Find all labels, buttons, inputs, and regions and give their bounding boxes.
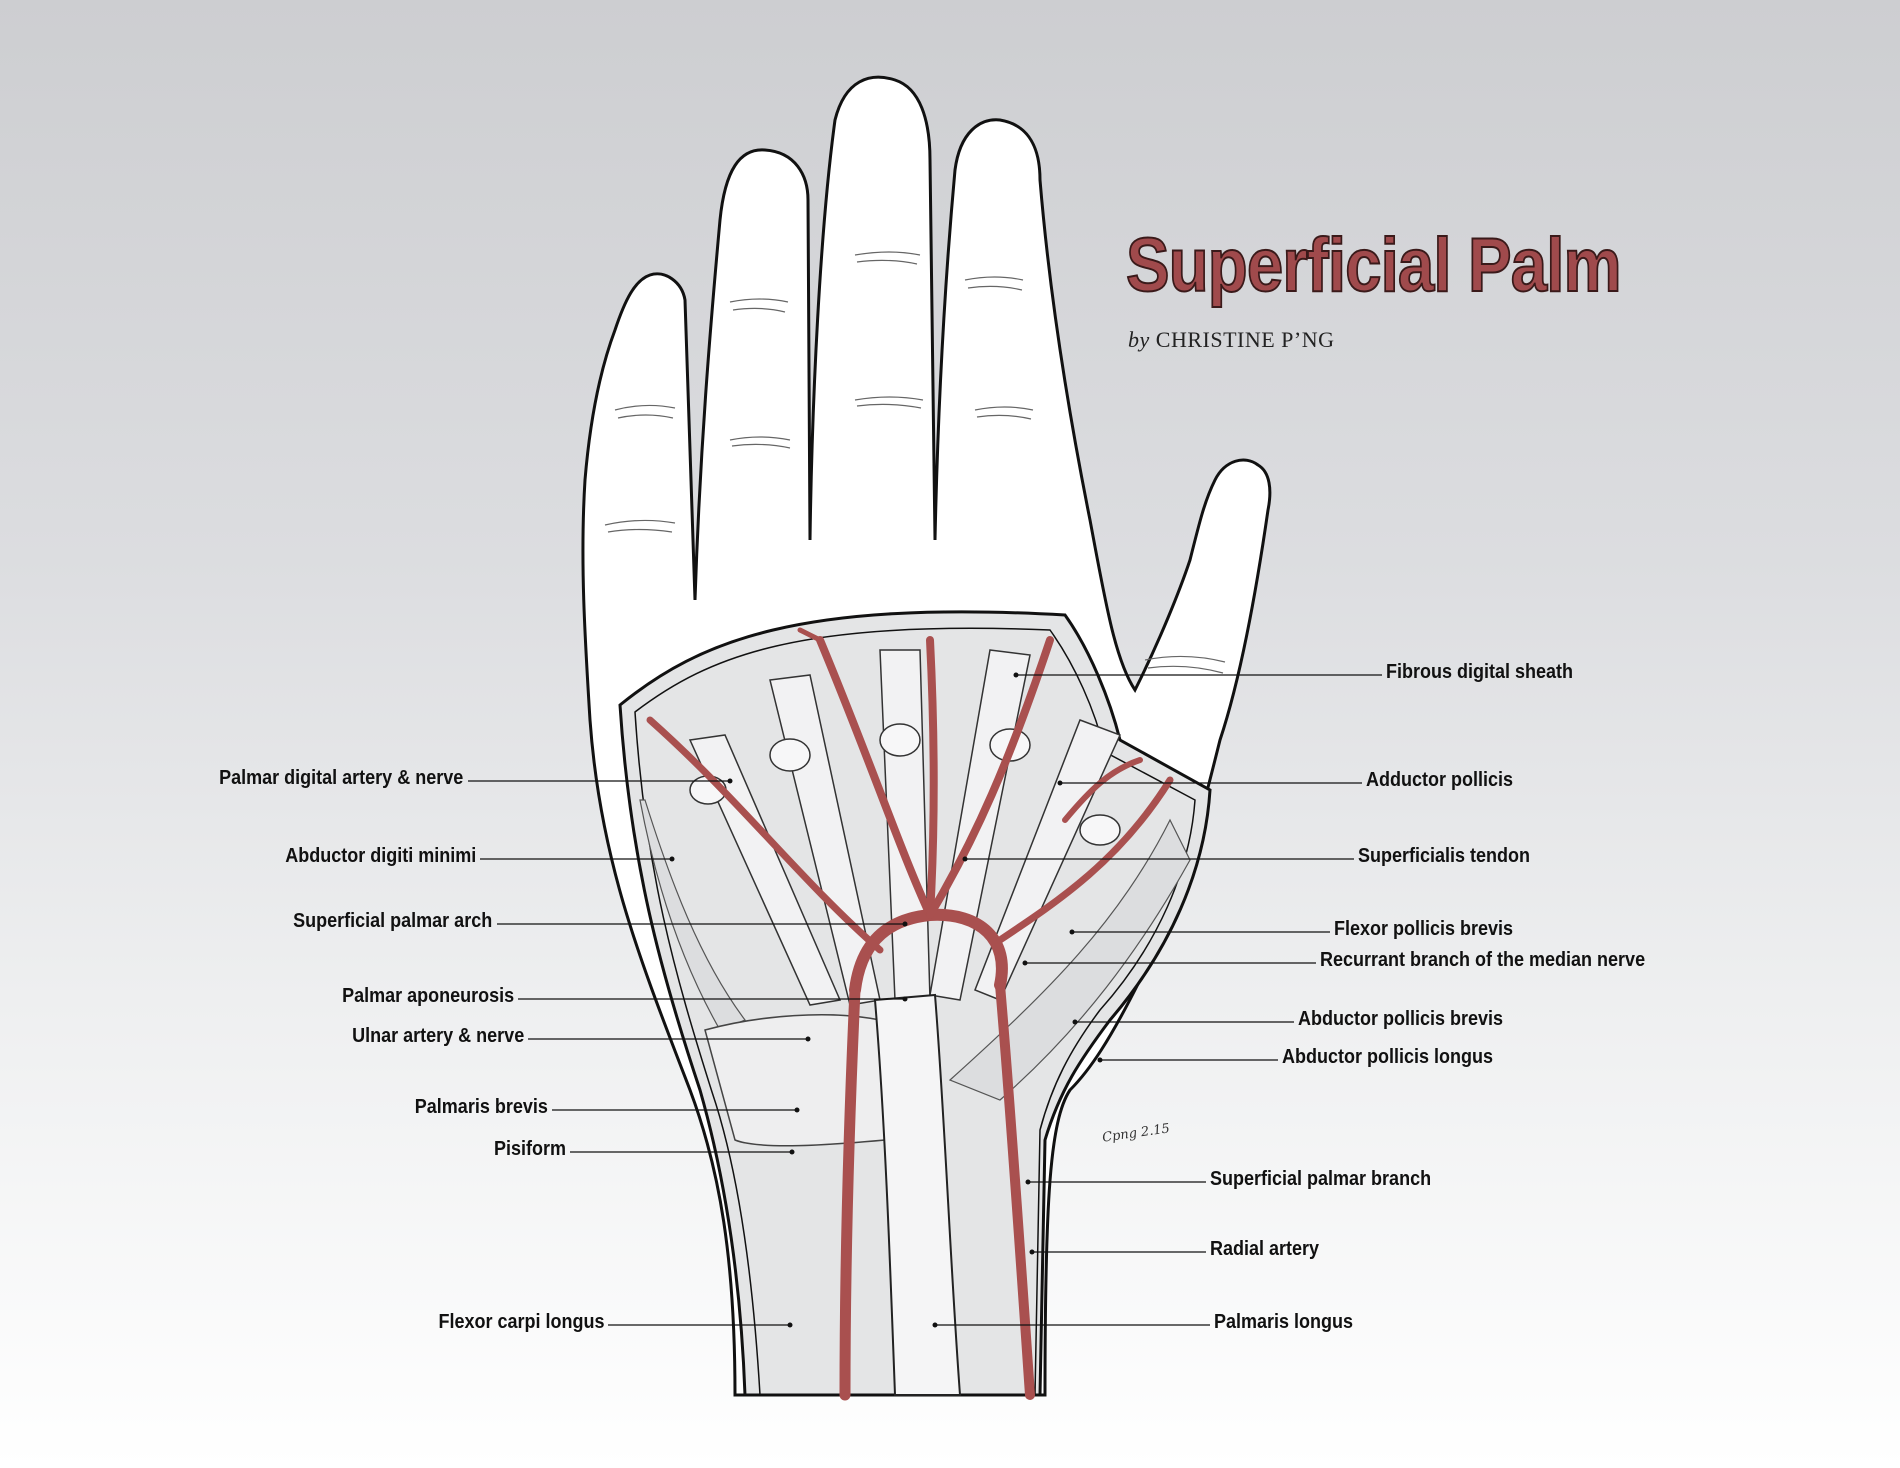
leader-ulnar-artery-nerve-dot (805, 1036, 811, 1042)
label-palmaris-longus: Palmaris longus (1214, 1311, 1354, 1333)
arteries (646, 627, 1174, 1401)
leader-palmaris-brevis-dot (794, 1107, 800, 1113)
label-flexor-pollicis-brevis: Flexor pollicis brevis (1334, 918, 1514, 940)
byline-by: by (1128, 327, 1150, 352)
label-superficialis-tendon: Superficialis tendon (1358, 845, 1531, 867)
label-palmaris-brevis: Palmaris brevis (414, 1096, 548, 1118)
label-abductor-digiti-minimi: Abductor digiti minimi (285, 845, 476, 867)
leader-adductor-pollicis-dot (1057, 780, 1063, 786)
byline-author: CHRISTINE P’NG (1155, 327, 1335, 352)
thenar-muscles (948, 818, 1191, 1101)
label-recurrant-branch-median-nerve: Recurrant branch of the median nerve (1320, 949, 1646, 971)
label-radial-artery: Radial artery (1210, 1238, 1320, 1260)
leader-pisiform-dot (789, 1149, 795, 1155)
label-superficial-palmar-branch: Superficial palmar branch (1210, 1168, 1432, 1190)
label-ulnar-artery-nerve: Ulnar artery & nerve (351, 1025, 524, 1047)
diagram-title: Superficial Palm (1125, 222, 1622, 309)
radial-artery (995, 980, 1035, 1400)
leader-flexor-pollicis-brevis-dot (1069, 929, 1075, 935)
label-flexor-carpi-longus: Flexor carpi longus (437, 1311, 604, 1333)
label-abductor-pollicis-longus: Abductor pollicis longus (1282, 1046, 1494, 1068)
label-palmar-digital-artery-nerve: Palmar digital artery & nerve (218, 767, 463, 789)
finger-creases (604, 251, 1226, 674)
ulnar-artery (839, 984, 861, 1401)
label-fibrous-digital-sheath: Fibrous digital sheath (1386, 661, 1574, 683)
tendon-ends (689, 723, 1121, 846)
leader-abductor-pollicis-brevis-dot (1072, 1019, 1078, 1025)
label-palmar-aponeurosis: Palmar aponeurosis (341, 985, 514, 1007)
label-adductor-pollicis: Adductor pollicis (1366, 769, 1514, 791)
leader-radial-artery-dot (1029, 1249, 1035, 1255)
label-abductor-pollicis-brevis: Abductor pollicis brevis (1298, 1008, 1504, 1030)
leader-fibrous-digital-sheath-dot (1013, 672, 1019, 678)
label-pisiform: Pisiform (493, 1138, 566, 1160)
leader-superficial-palmar-arch-dot (902, 921, 908, 927)
leader-palmaris-longus-dot (932, 1322, 938, 1328)
leader-recurrant-branch-dot (1022, 960, 1028, 966)
window-inner-rim (634, 627, 1196, 1396)
leader-palmar-aponeurosis-dot (902, 996, 908, 1002)
label-superficial-palmar-arch: Superficial palmar arch (292, 910, 492, 932)
byline: by CHRISTINE P’NG (1128, 327, 1335, 353)
leader-abductor-digiti-minimi-dot (669, 856, 675, 862)
leader-abductor-pollicis-longus-dot (1097, 1057, 1103, 1063)
leader-flexor-carpi-longus-dot (787, 1322, 793, 1328)
palmaris-longus-tendon (873, 993, 962, 1396)
leader-superficial-palmar-branch-dot (1025, 1179, 1031, 1185)
leader-palmar-digital-artery-nerve-dot (727, 778, 733, 784)
leader-superficialis-tendon-dot (962, 856, 968, 862)
